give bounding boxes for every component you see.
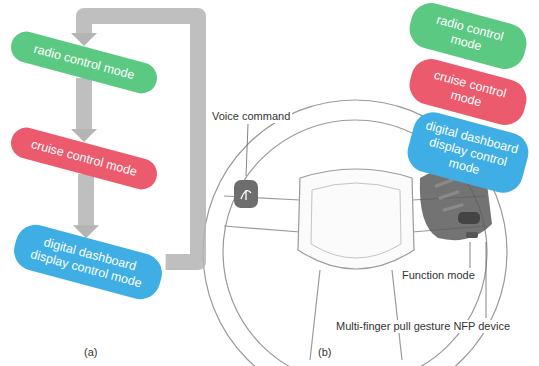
leader-line bbox=[470, 242, 471, 268]
panel-label: (b) bbox=[318, 346, 331, 358]
panel-label: (a) bbox=[84, 346, 97, 358]
mode-label: radio control mode bbox=[417, 9, 519, 63]
leader-line bbox=[486, 242, 487, 318]
voice-icon bbox=[241, 190, 251, 200]
function-button bbox=[458, 212, 480, 224]
cycle-arrow bbox=[73, 174, 99, 238]
wheel-hub bbox=[298, 169, 414, 269]
bottom-spoke bbox=[310, 270, 402, 360]
mode-label: digital dashboard display control mode bbox=[21, 231, 154, 294]
callout-label: Function mode bbox=[400, 269, 477, 282]
callout-label: Multi-finger pull gesture NFP device bbox=[334, 320, 512, 333]
leader-line bbox=[246, 124, 248, 176]
arrow-shaft bbox=[78, 174, 94, 226]
cycle-arrow bbox=[71, 78, 97, 142]
device-tab bbox=[466, 232, 478, 238]
airbag-pad bbox=[311, 183, 401, 258]
arrow-shaft bbox=[76, 78, 92, 130]
voice-button bbox=[234, 180, 258, 208]
callout-label: Voice command bbox=[210, 110, 292, 123]
finger-marks bbox=[436, 180, 462, 210]
